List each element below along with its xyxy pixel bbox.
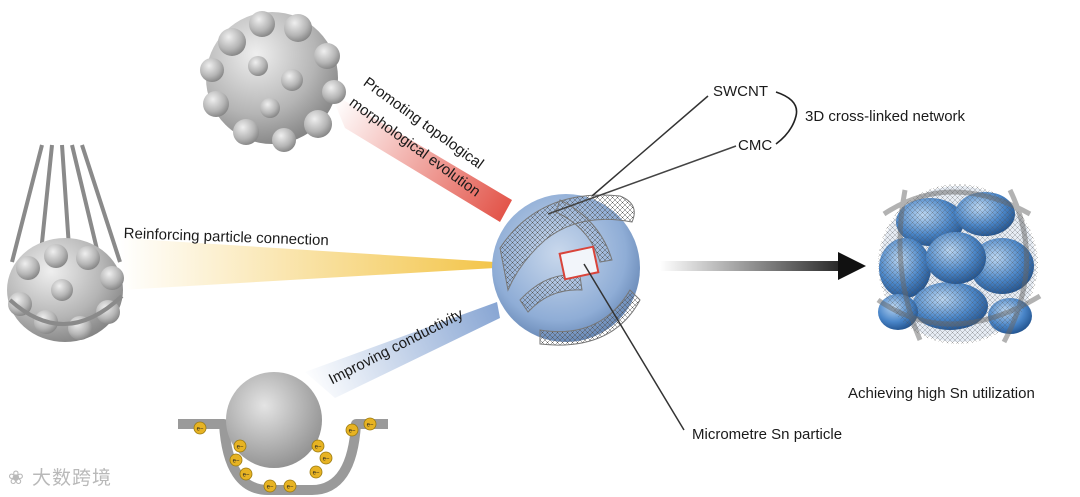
electron-label: e− bbox=[349, 429, 356, 435]
electron-label: e− bbox=[367, 423, 374, 429]
electron-label: e− bbox=[243, 473, 250, 479]
electron-marker: e− bbox=[363, 417, 377, 431]
electron-label: e− bbox=[233, 459, 240, 465]
swcnt-label: SWCNT bbox=[713, 83, 768, 100]
electron-label: e− bbox=[197, 427, 204, 433]
swcnt-pointer bbox=[591, 95, 709, 197]
electron-marker: e− bbox=[311, 439, 325, 453]
electron-label: e− bbox=[267, 485, 274, 491]
electron-marker: e− bbox=[319, 451, 333, 465]
watermark: ❀ 大数跨境 bbox=[8, 463, 112, 490]
electron-marker: e− bbox=[309, 465, 323, 479]
cmc-pointer bbox=[547, 145, 737, 215]
electron-label: e− bbox=[237, 445, 244, 451]
sn-highlight-box bbox=[558, 245, 600, 281]
sn-cluster-right bbox=[876, 184, 1042, 344]
electron-marker: e− bbox=[239, 467, 253, 481]
electron-marker: e− bbox=[345, 423, 359, 437]
electron-marker: e− bbox=[193, 421, 207, 435]
coated-sn-particle bbox=[492, 194, 641, 346]
cmc-label: CMC bbox=[738, 137, 773, 154]
electron-marker: e− bbox=[229, 453, 243, 467]
red-beam bbox=[330, 92, 512, 222]
blue-beam bbox=[305, 302, 500, 398]
sn-pointer bbox=[583, 263, 685, 431]
electron-label: e− bbox=[323, 457, 330, 463]
transformation-arrow bbox=[660, 252, 866, 280]
watermark-text: 大数跨境 bbox=[31, 467, 112, 489]
electron-label: e− bbox=[287, 485, 294, 491]
yellow-beam bbox=[120, 238, 495, 290]
achieving-label: Achieving high Sn utilization bbox=[848, 385, 1035, 402]
electron-marker: e− bbox=[233, 439, 247, 453]
network-label: 3D cross-linked network bbox=[805, 108, 966, 125]
particle-bag-left bbox=[7, 144, 124, 342]
electron-label: e− bbox=[315, 445, 322, 451]
electron-marker: e− bbox=[283, 479, 297, 493]
electron-label: e− bbox=[313, 471, 320, 477]
watermark-logo-icon: ❀ bbox=[8, 467, 32, 489]
electron-marker: e− bbox=[263, 479, 277, 493]
aggregate-particle-top bbox=[200, 11, 346, 152]
micrometre-sn-label: Micrometre Sn particle bbox=[692, 426, 843, 443]
electron-group: e−e−e−e−e−e−e−e−e−e−e− bbox=[193, 417, 377, 493]
network-bracket bbox=[775, 91, 798, 145]
